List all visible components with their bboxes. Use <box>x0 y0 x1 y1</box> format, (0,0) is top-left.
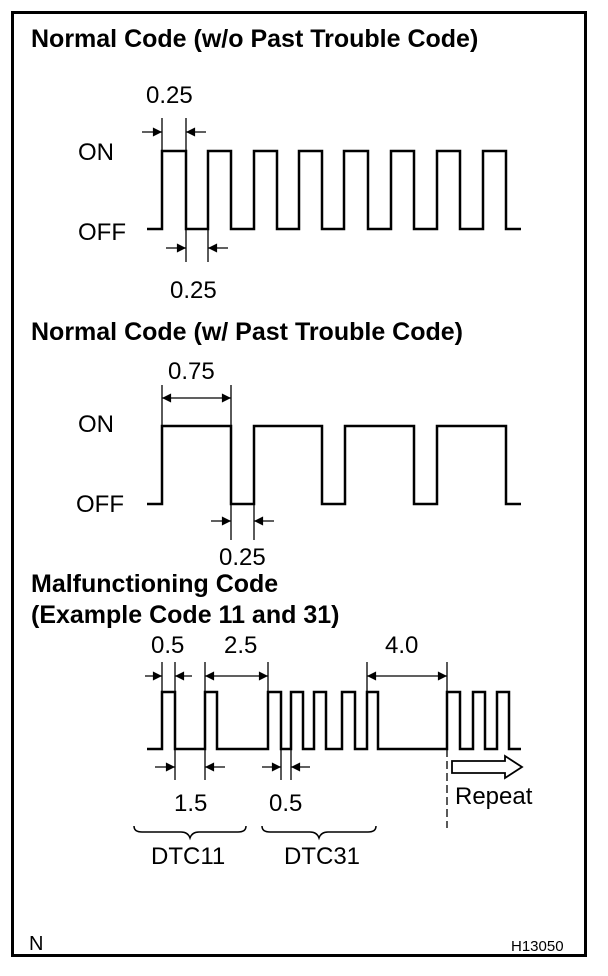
code-gap-label: 2.5 <box>224 632 257 659</box>
section-title-normal-with-past: Normal Code (w/ Past Trouble Code) <box>31 318 463 346</box>
corner-mark: N <box>29 933 43 955</box>
dtc31-label: DTC31 <box>284 843 360 870</box>
digit-gap-label: 1.5 <box>174 790 207 817</box>
repeat-gap-label: 4.0 <box>385 632 418 659</box>
waveform-normal-no-past <box>147 149 521 231</box>
off-duration-label-2: 0.25 <box>219 544 266 571</box>
on-duration-label-2: 0.75 <box>168 358 215 385</box>
section-subtitle-malfunction: (Example Code 11 and 31) <box>31 601 339 629</box>
section-title-malfunction: Malfunctioning Code <box>31 570 278 598</box>
section-title-normal-no-past: Normal Code (w/o Past Trouble Code) <box>31 25 478 53</box>
on-label-1: ON <box>78 139 114 166</box>
off-label-1: OFF <box>78 219 126 246</box>
off-duration-label-1: 0.25 <box>170 277 217 304</box>
repeat-label: Repeat <box>455 783 533 810</box>
off-label-2: OFF <box>76 491 124 518</box>
waveform-malfunction <box>147 690 521 751</box>
on-label-2: ON <box>78 411 114 438</box>
dtc11-label: DTC11 <box>151 843 225 870</box>
on-duration-label-1: 0.25 <box>146 82 193 109</box>
waveform-normal-with-past <box>147 424 521 506</box>
figure-id: H13050 <box>511 938 564 955</box>
pulse-width-label: 0.5 <box>151 632 184 659</box>
repeat-arrow-icon <box>451 754 524 780</box>
dtc11-brace <box>133 825 247 841</box>
pulse-gap-label: 0.5 <box>269 790 302 817</box>
dtc31-brace <box>261 825 377 841</box>
